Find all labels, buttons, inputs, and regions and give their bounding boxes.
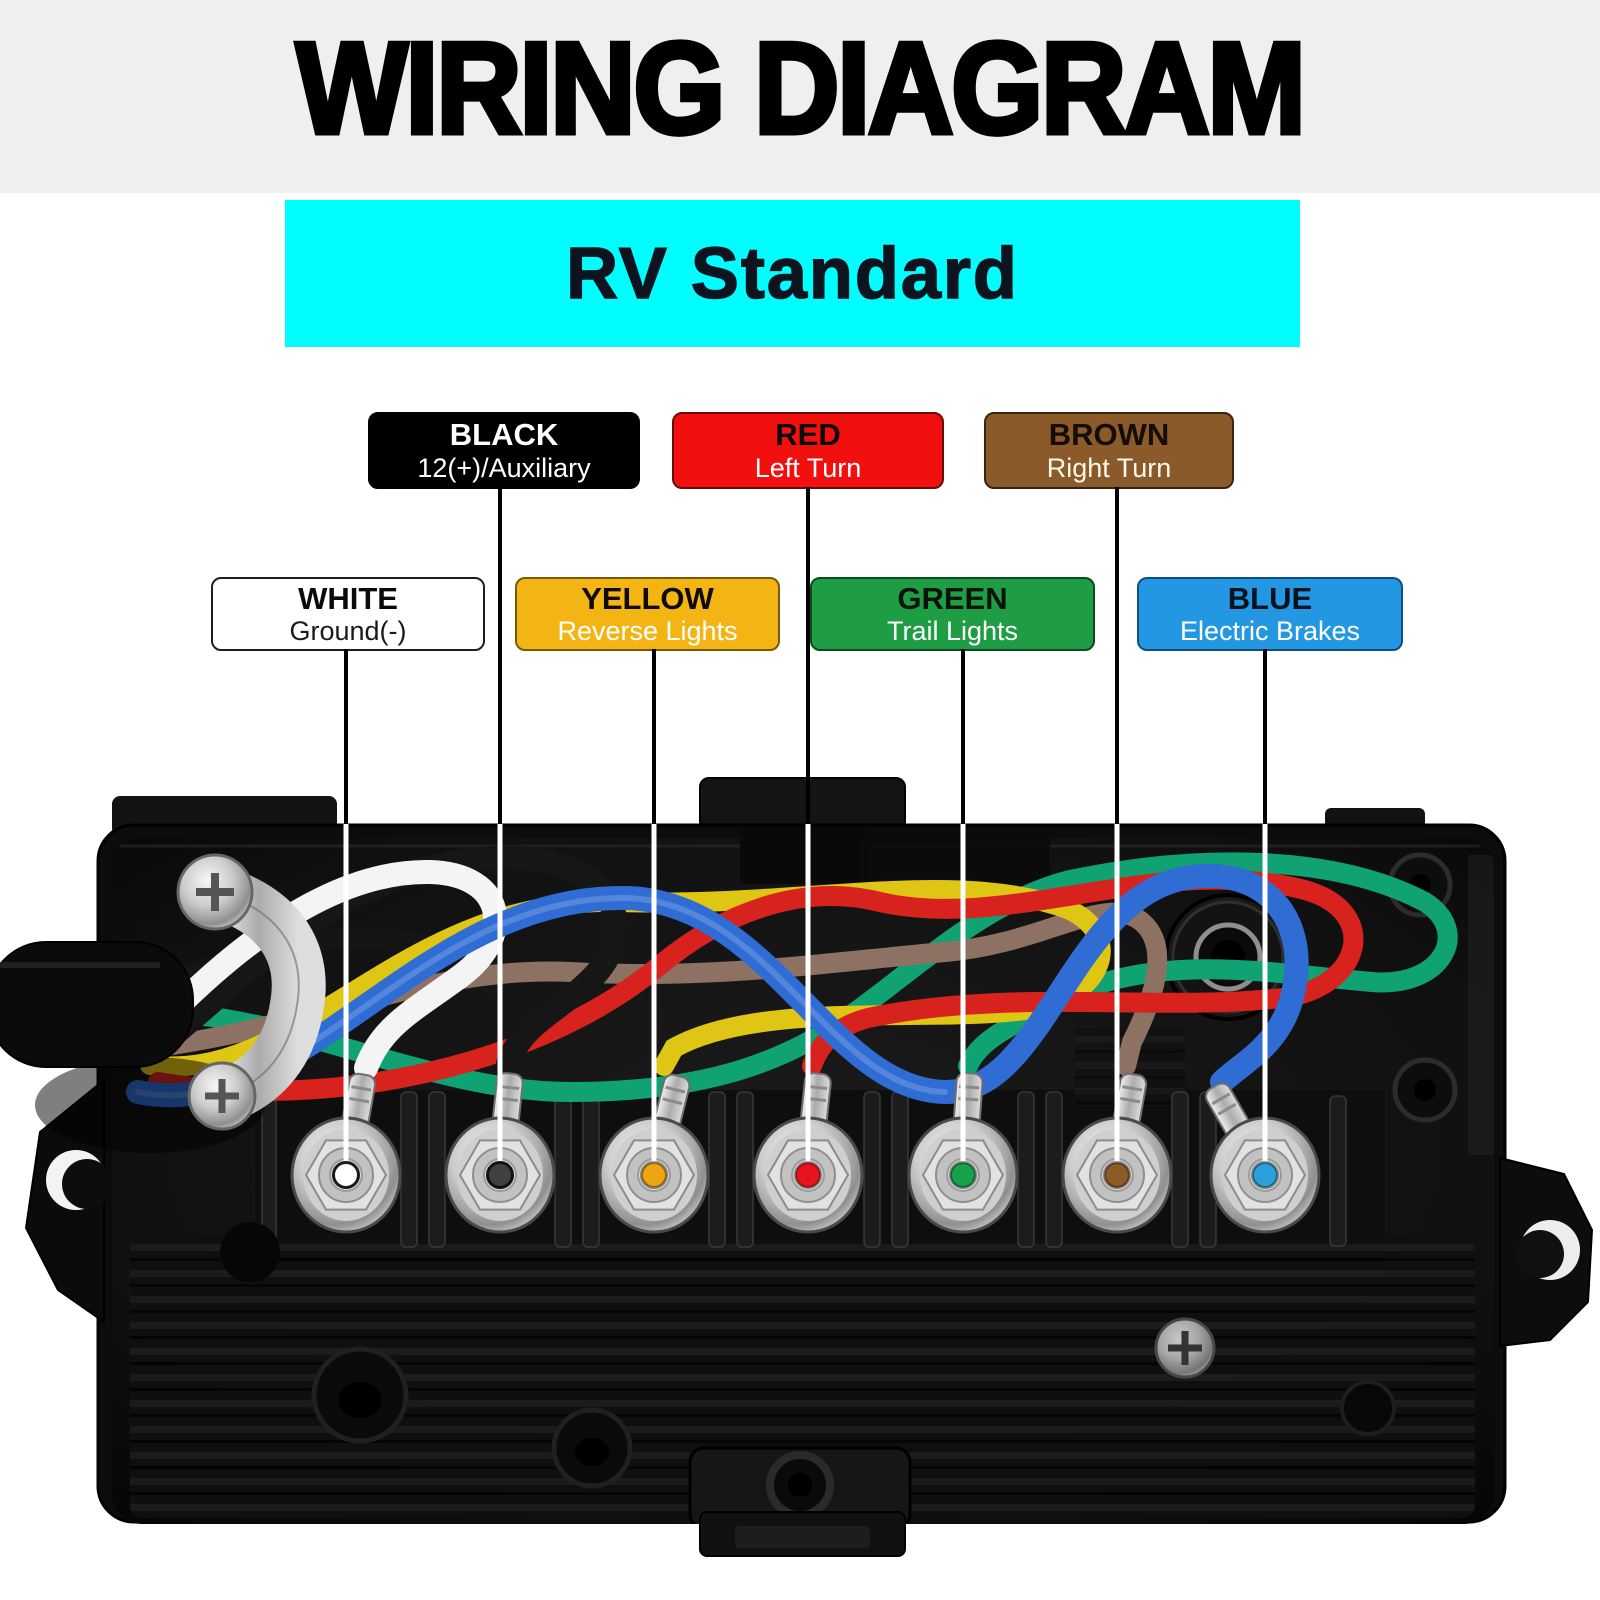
legend-black-function: 12(+)/Auxiliary	[417, 452, 591, 483]
legend-white-function: Ground(-)	[289, 616, 407, 647]
terminal-dot-black	[486, 1161, 514, 1189]
legend-blue-name: BLUE	[1227, 580, 1313, 616]
latch-receiver	[740, 826, 870, 884]
legend-brown-name: BROWN	[1048, 417, 1170, 453]
mounting-ear-right	[1499, 1156, 1594, 1348]
terminal-dot-green	[949, 1161, 977, 1189]
legend-red: RED Left Turn	[672, 412, 944, 489]
legend-brown: BROWN Right Turn	[984, 412, 1234, 489]
legend-white: WHITE Ground(-)	[211, 577, 485, 651]
legend-black-name: BLACK	[449, 417, 559, 453]
banner: RV Standard	[285, 200, 1300, 347]
legend-green: GREEN Trail Lights	[810, 577, 1095, 651]
hose-clamp	[176, 853, 326, 1131]
legend-green-function: Trail Lights	[886, 616, 1019, 647]
legend-red-name: RED	[775, 417, 841, 453]
indicator-line-blue	[1263, 649, 1267, 760]
legend-black: BLACK 12(+)/Auxiliary	[368, 412, 640, 489]
indicator-line-red	[806, 487, 810, 760]
terminal-dots	[332, 1161, 1279, 1189]
banner-label: RV Standard	[565, 233, 1019, 315]
header-band	[0, 0, 1600, 193]
mounting-ear-left	[24, 1077, 112, 1324]
junction-box-photo	[0, 760, 1600, 1600]
page-title: WIRING DIAGRAM	[294, 13, 1309, 164]
indicator-line-white	[344, 649, 348, 760]
indicator-line-green	[961, 649, 965, 760]
legend-blue-function: Electric Brakes	[1179, 616, 1361, 647]
legend-yellow-function: Reverse Lights	[557, 616, 738, 647]
legend-brown-function: Right Turn	[1046, 452, 1172, 483]
indicator-line-black	[498, 487, 502, 760]
ribbed-floor	[130, 1238, 1475, 1518]
indicator-line-brown	[1115, 487, 1119, 760]
green-wire	[138, 852, 1458, 1103]
drain-plugs	[220, 1222, 1396, 1489]
bottom-boss	[688, 1446, 912, 1524]
legend-green-name: GREEN	[897, 580, 1008, 616]
terminal-divider-ribs	[261, 1091, 1347, 1248]
legend-yellow-name: YELLOW	[581, 580, 714, 616]
clamp-screw-top	[176, 853, 254, 931]
wall-texture	[1468, 855, 1494, 1155]
blue-wire	[126, 864, 1309, 1108]
terminal-dot-white	[332, 1161, 360, 1189]
bottom-latch	[699, 1511, 906, 1557]
terminal-dot-brown	[1103, 1161, 1131, 1189]
legend-red-function: Left Turn	[754, 452, 862, 483]
case-screw	[1154, 1317, 1216, 1379]
terminal-dot-yellow	[640, 1161, 668, 1189]
top-latch	[699, 777, 906, 831]
terminal-dot-red	[794, 1161, 822, 1189]
legend-white-name: WHITE	[298, 580, 398, 616]
indicator-lines-photo	[343, 760, 1268, 1163]
legend-blue: BLUE Electric Brakes	[1137, 577, 1403, 651]
legend-yellow: YELLOW Reverse Lights	[515, 577, 780, 651]
clamp-screw-bottom	[187, 1061, 257, 1131]
indicator-line-yellow	[652, 649, 656, 760]
terminal-dot-blue	[1251, 1161, 1279, 1189]
